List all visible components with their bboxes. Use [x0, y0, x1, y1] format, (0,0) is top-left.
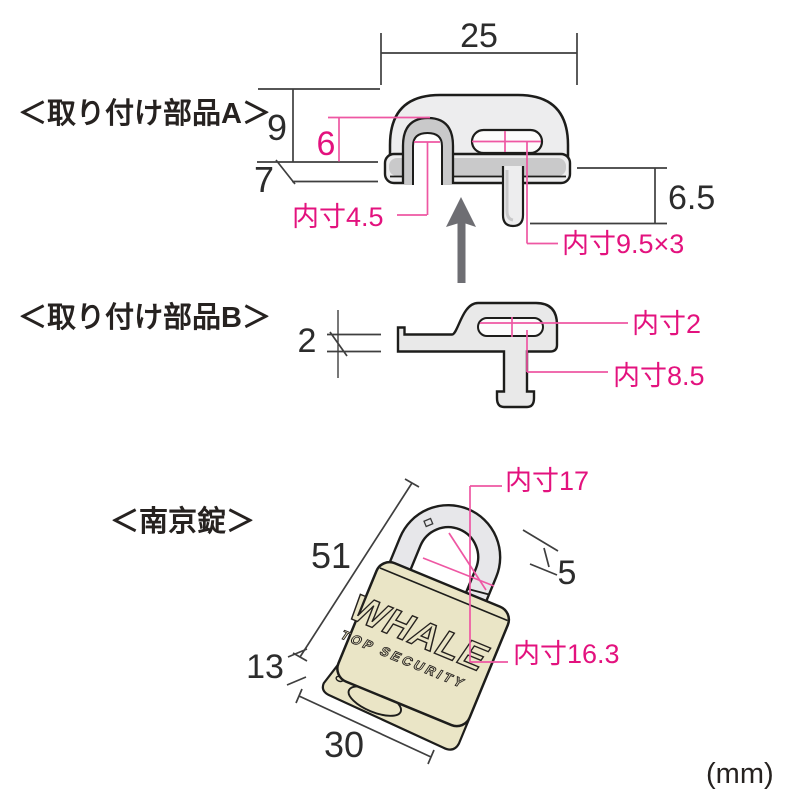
- dim-a-lip: 7: [254, 159, 274, 200]
- part-a-pink-lines: [328, 116, 558, 245]
- shackle-mold-mark: [423, 517, 434, 528]
- dim-a-notch-inner: 内寸4.5: [292, 202, 384, 232]
- part-b-oval-slot: [477, 317, 544, 337]
- dim-a-height: 9: [267, 107, 287, 148]
- padlock-label: ＜南京錠＞: [110, 504, 255, 538]
- part-b-section: ＜取り付け部品B＞ 2 内寸2 内寸8.5: [18, 300, 705, 409]
- dim-a-drop: 6.5: [668, 179, 715, 217]
- shackle-tip-line: [467, 588, 490, 596]
- dim-lock-width: 30: [324, 724, 364, 765]
- dim-lock-height: 51: [311, 535, 351, 576]
- padlock-pink-lines: [422, 485, 508, 663]
- part-a-peg-shade: [505, 170, 514, 222]
- dim-a-notch-height: 6: [317, 125, 336, 163]
- padlock-drawing: WHALE TOP SECURITY: [321, 504, 511, 751]
- part-b-pink-lines: [480, 317, 628, 373]
- dim-shackle-dia: 5: [558, 554, 577, 592]
- part-b-label: ＜取り付け部品B＞: [18, 300, 271, 334]
- part-a-drawing: [383, 93, 572, 228]
- up-arrow-icon: [446, 197, 476, 283]
- dim-b-slot-height: 内寸2: [632, 309, 701, 339]
- body-bevel-line: [379, 567, 508, 622]
- dim-b-slot-width: 内寸8.5: [613, 361, 705, 391]
- dim-b-thickness: 2: [298, 322, 317, 360]
- padlock-shackle: [387, 504, 502, 607]
- part-b-drawing: [396, 301, 559, 409]
- part-b-dimension-lines: [327, 310, 381, 378]
- padlock-section: ＜南京錠＞ WHALE TOP SECURITY: [110, 466, 620, 765]
- part-a-section: ＜取り付け部品A＞ 25 9: [18, 17, 715, 283]
- dim-a-width: 25: [460, 17, 498, 55]
- dim-lock-inner-height: 内寸16.3: [513, 639, 620, 669]
- part-a-dimension-lines: [257, 33, 667, 225]
- dim-a-slot: 内寸9.5×3: [562, 229, 684, 259]
- part-a-label: ＜取り付け部品A＞: [18, 96, 271, 130]
- dim-lock-depth: 13: [246, 648, 284, 686]
- padlock-dimension-lines: [286, 478, 559, 765]
- unit-note: (mm): [706, 758, 774, 790]
- dim-lock-inner-width: 内寸17: [505, 466, 589, 496]
